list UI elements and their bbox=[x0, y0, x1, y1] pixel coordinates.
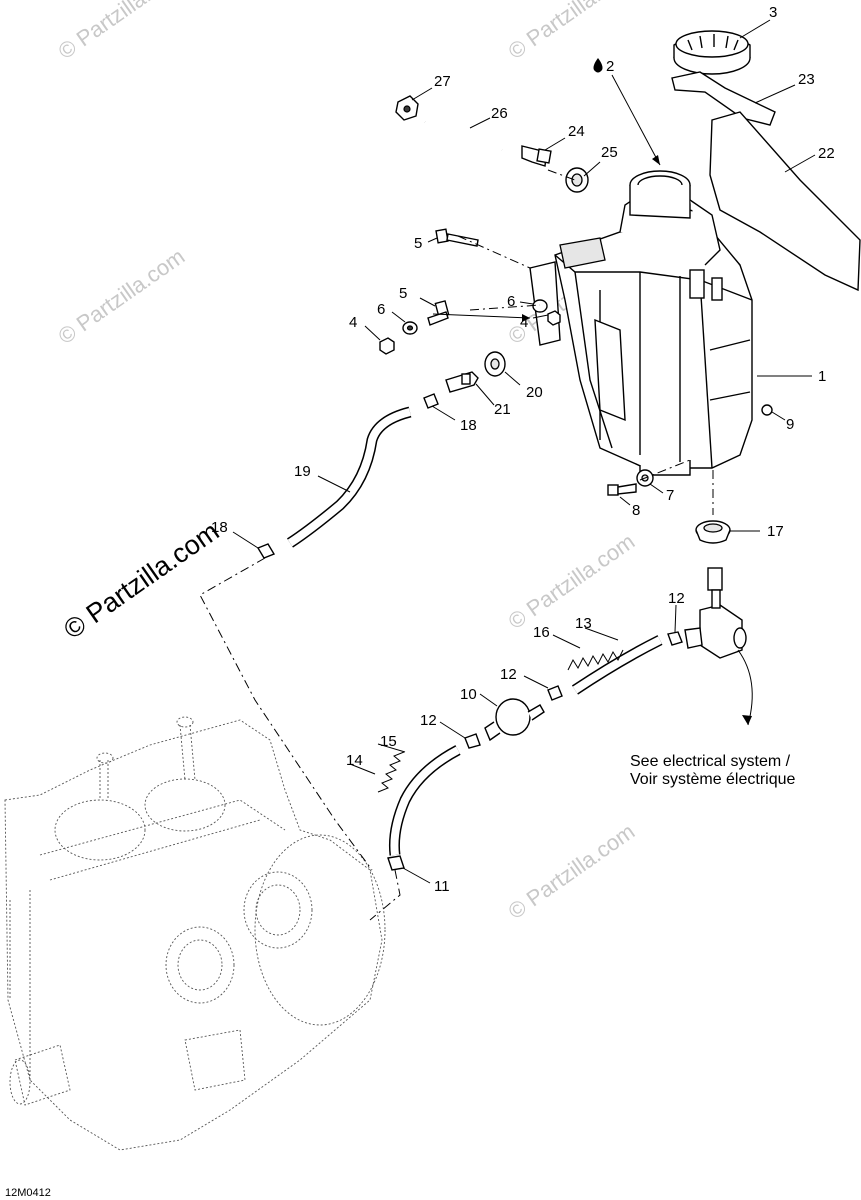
oil-hose-19 bbox=[256, 406, 412, 559]
oil-tank bbox=[529, 170, 753, 476]
oil-outlet-fittings bbox=[423, 351, 506, 409]
callout-5: 5 bbox=[399, 285, 407, 302]
callout-26: 26 bbox=[491, 105, 508, 122]
callout-16: 16 bbox=[533, 624, 550, 641]
callout-4: 4 bbox=[349, 314, 357, 331]
callout-10: 10 bbox=[460, 686, 477, 703]
leader-lines bbox=[232, 19, 816, 884]
callout-2: 2 bbox=[606, 58, 614, 75]
vent-assembly bbox=[395, 95, 589, 193]
watermark: © Partzilla.com bbox=[54, 244, 190, 350]
tank-grommet bbox=[695, 520, 731, 544]
callout-13: 13 bbox=[575, 615, 592, 632]
tank-cap bbox=[673, 30, 751, 75]
callout-21: 21 bbox=[494, 401, 511, 418]
callout-6: 6 bbox=[377, 301, 385, 318]
callout-8: 8 bbox=[632, 502, 640, 519]
callout-12: 12 bbox=[500, 666, 517, 683]
callout-14: 14 bbox=[346, 752, 363, 769]
callout-9: 9 bbox=[786, 416, 794, 433]
oil-pump bbox=[684, 567, 747, 659]
tank-gasket bbox=[671, 71, 776, 126]
callout-7: 7 bbox=[666, 487, 674, 504]
callout-18: 18 bbox=[460, 417, 477, 434]
callout-15: 15 bbox=[380, 733, 397, 750]
tank-insulation bbox=[709, 111, 861, 292]
callout-18: 18 bbox=[211, 519, 228, 536]
callout-19: 19 bbox=[294, 463, 311, 480]
watermark-large: © Partzilla.com bbox=[58, 516, 224, 645]
watermark: © Partzilla.com bbox=[54, 0, 190, 64]
watermark: © Partzilla.com bbox=[504, 819, 640, 925]
callout-11: 11 bbox=[434, 878, 450, 895]
callout-17: 17 bbox=[767, 523, 784, 540]
drawing-code: 12M0412 bbox=[5, 1187, 51, 1199]
callout-1: 1 bbox=[818, 368, 826, 385]
oil-drop-icon bbox=[593, 58, 603, 73]
callout-23: 23 bbox=[798, 71, 815, 88]
callout-4: 4 bbox=[520, 314, 528, 331]
engine-reference bbox=[4, 716, 386, 1151]
callout-5: 5 bbox=[414, 235, 422, 252]
injection-lines bbox=[377, 567, 747, 871]
callout-27: 27 bbox=[434, 73, 451, 90]
callout-22: 22 bbox=[818, 145, 835, 162]
watermark: © Partzilla.com bbox=[504, 529, 640, 635]
callout-6: 6 bbox=[507, 293, 515, 310]
note-line-2: Voir système électrique bbox=[630, 771, 796, 788]
callout-12: 12 bbox=[420, 712, 437, 729]
reference-lines bbox=[199, 169, 714, 921]
callout-25: 25 bbox=[601, 144, 618, 161]
callout-20: 20 bbox=[526, 384, 543, 401]
watermark: © Partzilla.com bbox=[504, 0, 640, 64]
note-line-1: See electrical system / bbox=[630, 753, 791, 770]
electrical-note: See electrical system / Voir système éle… bbox=[630, 753, 796, 788]
callouts: 1 2 3 4 4 5 5 6 6 7 8 9 10 11 12 12 12 1… bbox=[211, 4, 835, 895]
callout-12: 12 bbox=[668, 590, 685, 607]
callout-24: 24 bbox=[568, 123, 585, 140]
callout-3: 3 bbox=[769, 4, 777, 21]
